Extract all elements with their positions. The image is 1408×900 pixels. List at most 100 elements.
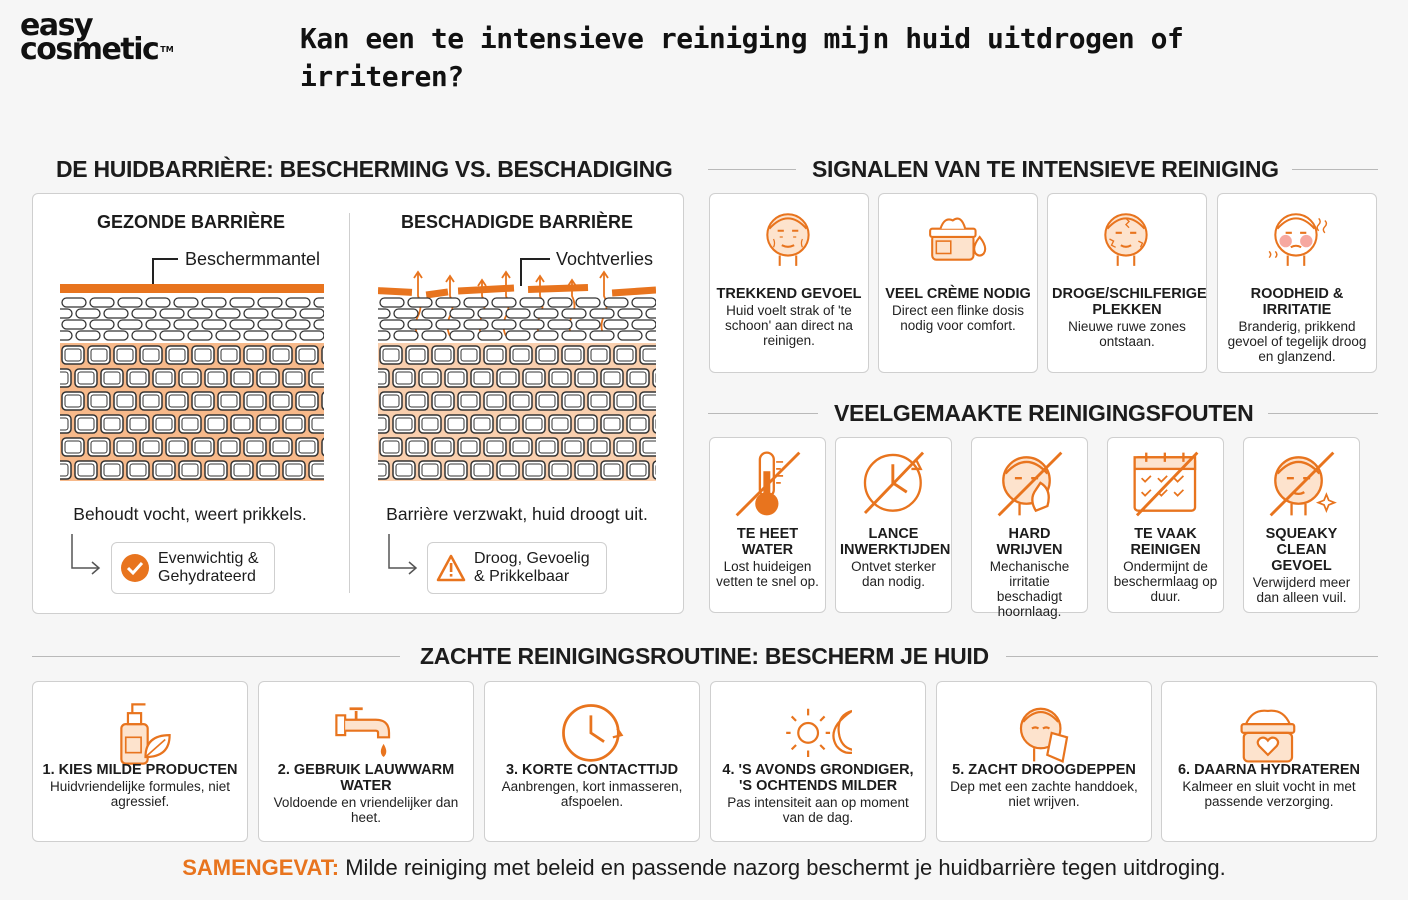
routine-step-description: Pas intensiteit aan op moment van de dag… xyxy=(727,795,909,825)
skin-cell xyxy=(444,368,468,388)
skin-cell xyxy=(652,460,656,480)
skin-cell xyxy=(575,319,601,330)
skin-cell xyxy=(379,437,403,457)
sun-moon-icon xyxy=(786,708,852,758)
skin-cell xyxy=(645,308,656,319)
skin-cell xyxy=(483,437,507,457)
face-flaky-icon xyxy=(1104,213,1148,266)
skin-cell xyxy=(243,330,269,341)
skin-cell xyxy=(463,319,489,330)
skin-cell xyxy=(295,437,319,457)
barrier-heading: DE HUIDBARRIÈRE: BESCHERMING VS. BESCHAD… xyxy=(56,156,673,182)
skin-cell xyxy=(589,330,615,341)
skin-cell xyxy=(631,297,656,308)
skin-cell xyxy=(282,460,306,480)
skin-cell xyxy=(285,319,311,330)
skin-cell xyxy=(547,297,573,308)
signal-title: VEEL CRÈME NODIG xyxy=(885,286,1031,302)
skin-cell xyxy=(217,437,241,457)
skin-cell xyxy=(496,460,520,480)
skin-cell xyxy=(535,437,559,457)
logo-line-2: cosmetic xyxy=(20,32,160,67)
skin-cell xyxy=(299,330,324,341)
skin-cell xyxy=(204,368,228,388)
clock-crossed-icon xyxy=(863,451,924,515)
skin-cell xyxy=(393,330,419,341)
routine-step-title: 1. KIES MILDE PRODUCTEN xyxy=(42,762,238,778)
skin-cell xyxy=(61,297,87,308)
skin-cell xyxy=(639,345,656,365)
skin-cell xyxy=(191,345,215,365)
skin-cell xyxy=(574,460,598,480)
skin-cell xyxy=(509,437,533,457)
skin-cell xyxy=(321,391,324,411)
skin-cell xyxy=(431,345,455,365)
skin-cell xyxy=(60,308,73,319)
skin-cell xyxy=(229,297,255,308)
signal-title: ROODHEID & IRRITATIE xyxy=(1250,286,1344,318)
skin-cell xyxy=(392,368,416,388)
skin-cell xyxy=(321,437,324,457)
skin-cell xyxy=(392,460,416,480)
skin-cell xyxy=(271,330,297,341)
skin-cell xyxy=(201,319,227,330)
logo-trademark: TM xyxy=(160,45,174,54)
skin-cell xyxy=(561,391,585,411)
skin-cell xyxy=(230,414,254,434)
skin-cell xyxy=(600,368,624,388)
skin-cell xyxy=(187,330,213,341)
skin-cell xyxy=(574,414,598,434)
skin-cell xyxy=(100,414,124,434)
skin-cell xyxy=(378,330,391,341)
skin-cell xyxy=(505,330,531,341)
skin-cell xyxy=(561,345,585,365)
skin-cell xyxy=(75,308,101,319)
skin-cell xyxy=(74,414,98,434)
healthy-skin-diagram xyxy=(60,284,324,481)
skin-cell xyxy=(505,308,531,319)
skin-cell xyxy=(204,414,228,434)
skin-cell xyxy=(215,330,241,341)
routine-step-card: 4. 'S AVONDS GRONDIGER, 'S OCHTENDS MILD… xyxy=(710,681,926,842)
skin-cell xyxy=(152,368,176,388)
skin-cell xyxy=(243,308,269,319)
protective-mantle-layer xyxy=(60,284,324,293)
check-circle-icon xyxy=(121,554,149,582)
skin-cell xyxy=(613,437,637,457)
cream-jar-icon xyxy=(929,217,987,261)
skin-cell xyxy=(533,308,559,319)
skin-cell xyxy=(457,391,481,411)
skin-cell xyxy=(126,368,150,388)
skin-cell xyxy=(269,391,293,411)
warning-icon xyxy=(436,554,466,582)
skin-cell xyxy=(378,308,391,319)
skin-cell xyxy=(435,319,461,330)
skin-cell xyxy=(613,391,637,411)
skin-cell xyxy=(173,297,199,308)
logo-line-1: easy xyxy=(20,8,94,43)
skin-cell xyxy=(547,319,573,330)
skin-cell xyxy=(600,414,624,434)
skin-cell xyxy=(477,308,503,319)
skin-cell xyxy=(165,437,189,457)
healthy-arrow-icon xyxy=(71,534,101,575)
signal-description: Branderig, prikkend gevoel of tegelijk d… xyxy=(1227,319,1367,364)
skin-cell xyxy=(74,460,98,480)
skin-cell xyxy=(431,391,455,411)
skin-cell xyxy=(561,308,587,319)
healthy-status-badge: Evenwichtig & Gehydrateerd xyxy=(111,542,275,594)
mistake-description: Verwijderd meer dan alleen vuil. xyxy=(1252,575,1351,605)
skin-cell xyxy=(87,391,111,411)
skin-cell xyxy=(418,460,442,480)
skin-cell xyxy=(379,391,403,411)
skin-cell xyxy=(257,297,283,308)
skin-cell xyxy=(535,345,559,365)
mistake-title: HARD WRIJVEN xyxy=(996,526,1063,558)
cream-heart-icon xyxy=(1240,709,1296,763)
skin-cell xyxy=(587,345,611,365)
skin-cell xyxy=(407,297,433,308)
